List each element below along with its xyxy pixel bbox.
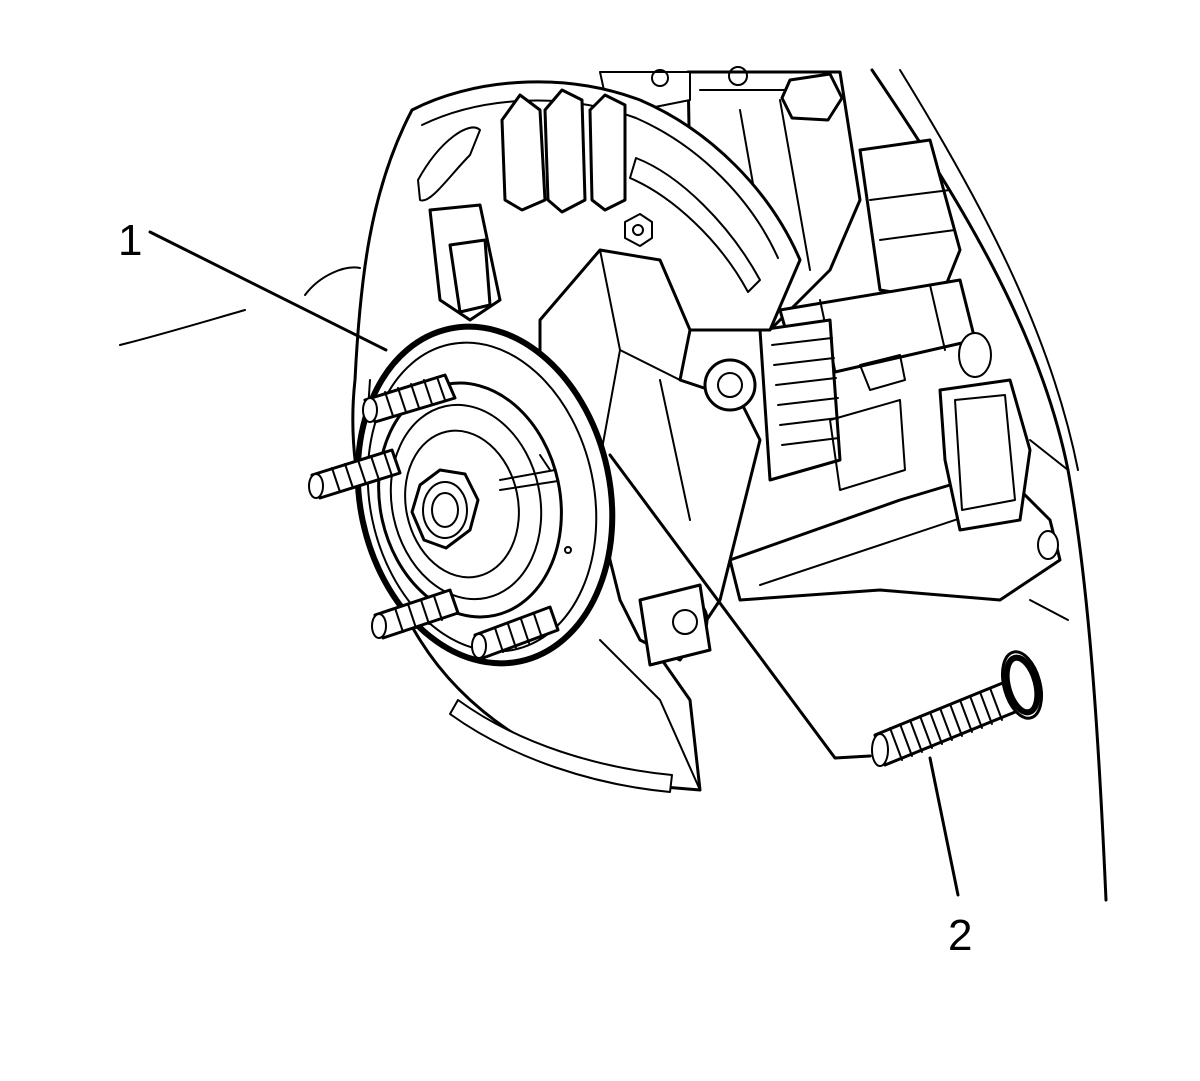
steering-knuckle (538, 248, 762, 791)
callout-1-label: 1 (118, 216, 142, 265)
callout-1-leader-line (148, 230, 388, 352)
removed-wheel-stud (608, 453, 1043, 767)
callout-2: 2 (928, 756, 972, 960)
wheel-hub-assembly (308, 323, 616, 667)
callout-1: 1 (118, 216, 388, 352)
wheel-stud-left (308, 448, 402, 500)
wheel-stud-lower-left (371, 588, 460, 640)
callout-2-leader-line (928, 756, 960, 897)
wheel-stud-bottom (471, 605, 560, 660)
wheel-stud-top (362, 373, 457, 424)
callout-2-label: 2 (948, 911, 972, 960)
